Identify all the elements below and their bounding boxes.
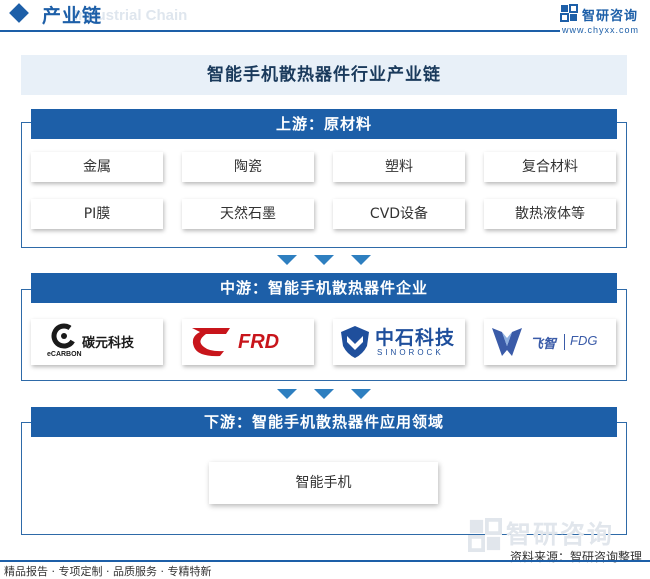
upstream-section: [21, 122, 627, 248]
frd-name: FRD: [238, 331, 280, 353]
fdg-name: 飞智: [530, 337, 557, 352]
brand-url: www.chyxx.com: [562, 25, 640, 35]
header-english-subtitle: Industrial Chain: [74, 7, 188, 24]
company-logo-fdg: 飞智 FDG: [484, 319, 616, 365]
upstream-item: 散热液体等: [484, 199, 616, 229]
down-arrow-icon: [351, 389, 371, 399]
upstream-item: PI膜: [31, 199, 163, 229]
upstream-item: 金属: [31, 152, 163, 182]
frd-logo-icon: [192, 328, 230, 357]
header-title: 产业链: [42, 5, 103, 27]
downstream-item: 智能手机: [209, 462, 438, 504]
upstream-item: 复合材料: [484, 152, 616, 182]
midstream-title: 中游：智能手机散热器件企业: [31, 273, 617, 303]
watermark-logo-icon: [468, 518, 502, 552]
fdg-sub: FDG: [570, 333, 598, 348]
upstream-item: 塑料: [333, 152, 465, 182]
ecarbon-name: 碳元科技: [82, 336, 135, 351]
page-header: Industrial Chain 产业链 智研咨询 www.chyxx.com: [0, 0, 650, 36]
footer-divider: [0, 560, 650, 562]
fdg-logo-icon: [492, 328, 522, 356]
sinorock-name: 中石科技: [375, 327, 456, 349]
chain-title: 智能手机散热器件行业产业链: [21, 55, 627, 95]
company-logo-sinorock: 中石科技 SINOROCK: [333, 319, 465, 365]
source-note: 资料来源：智研咨询整理: [509, 550, 642, 564]
diamond-icon: [9, 3, 29, 23]
brand-logo-icon: [560, 4, 578, 22]
downstream-title: 下游：智能手机散热器件应用领域: [31, 407, 617, 437]
down-arrow-icon: [351, 255, 371, 265]
down-arrow-icon: [314, 255, 334, 265]
ecarbon-logo-icon: [51, 323, 77, 349]
header-divider: [0, 30, 560, 32]
footer-watermark: 智研咨询: [506, 520, 615, 549]
brand-name: 智研咨询: [582, 9, 639, 24]
upstream-item: CVD设备: [333, 199, 465, 229]
ecarbon-sub: eCARBON: [47, 351, 82, 358]
sinorock-sub: SINOROCK: [377, 348, 444, 357]
upstream-title: 上游：原材料: [31, 109, 617, 139]
company-logo-frd: FRD: [182, 319, 314, 365]
upstream-item: 天然石墨: [182, 199, 314, 229]
down-arrow-icon: [277, 389, 297, 399]
upstream-item: 陶瓷: [182, 152, 314, 182]
company-logo-ecarbon: 碳元科技 eCARBON: [31, 319, 163, 365]
fdg-divider: [564, 334, 565, 350]
down-arrow-icon: [314, 389, 334, 399]
footer-tags: 精品报告 · 专项定制 · 品质服务 · 专精特新: [4, 565, 212, 578]
brand-block: 智研咨询 www.chyxx.com: [560, 3, 642, 35]
down-arrow-icon: [277, 255, 297, 265]
sinorock-logo-icon: [341, 326, 369, 358]
